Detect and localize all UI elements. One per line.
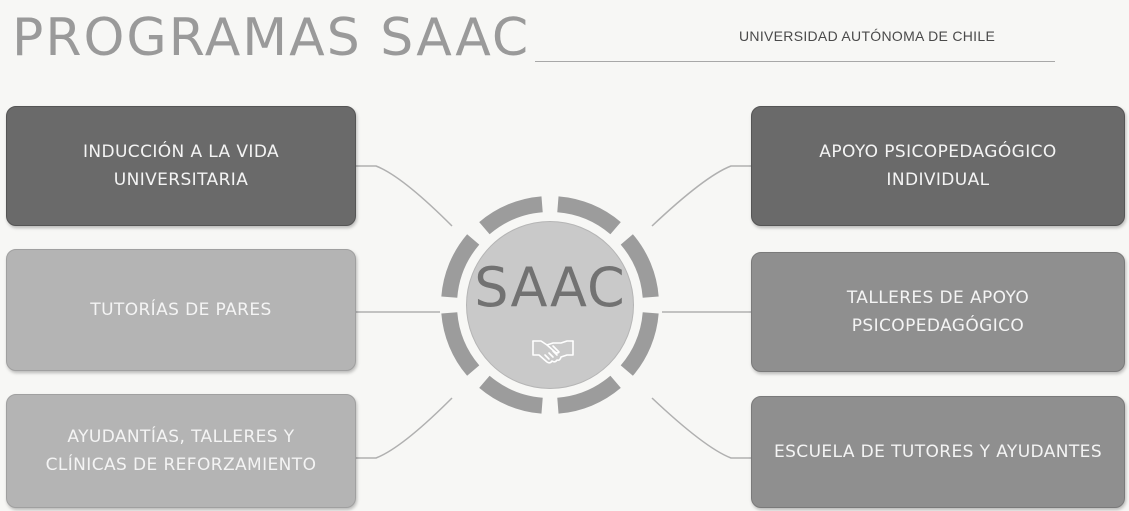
ring-segment bbox=[620, 312, 659, 376]
connector-right-bottom bbox=[651, 397, 751, 459]
program-card-tutorias: TUTORÍAS DE PARES bbox=[6, 249, 356, 371]
program-card-talleres-apoyo: TALLERES DE APOYO PSICOPEDAGÓGICO bbox=[751, 252, 1125, 372]
program-card-apoyo-individual: APOYO PSICOPEDAGÓGICO INDIVIDUAL bbox=[751, 106, 1125, 226]
handshake-icon bbox=[532, 340, 574, 364]
ring-segment bbox=[557, 375, 621, 414]
page-title: PROGRAMAS SAAC bbox=[12, 8, 531, 68]
program-card-escuela-tutores: ESCUELA DE TUTORES Y AYUDANTES bbox=[751, 396, 1125, 508]
program-label: ESCUELA DE TUTORES Y AYUDANTES bbox=[773, 442, 1103, 462]
connector-right-top bbox=[651, 165, 751, 227]
ring-segment bbox=[479, 375, 543, 414]
title-divider bbox=[535, 61, 1055, 62]
program-label: AYUDANTÍAS, TALLERES Y CLÍNICAS DE REFOR… bbox=[45, 427, 317, 475]
saac-hub: SAAC bbox=[466, 221, 634, 389]
program-label: TUTORÍAS DE PARES bbox=[90, 300, 272, 320]
ring-segment bbox=[441, 234, 480, 298]
ring-segments bbox=[441, 196, 659, 414]
connector-left-top bbox=[356, 165, 453, 227]
institution-name: UNIVERSIDAD AUTÓNOMA DE CHILE bbox=[739, 28, 996, 44]
ring-segment bbox=[620, 234, 659, 298]
ring-segment bbox=[479, 196, 543, 235]
ring-segment bbox=[557, 196, 621, 235]
program-card-ayudantias: AYUDANTÍAS, TALLERES Y CLÍNICAS DE REFOR… bbox=[6, 394, 356, 508]
ring-segment bbox=[441, 312, 480, 376]
program-card-induccion: INDUCCIÓN A LA VIDA UNIVERSITARIA bbox=[6, 106, 356, 226]
program-label: APOYO PSICOPEDAGÓGICO INDIVIDUAL bbox=[819, 142, 1057, 190]
connector-left-bottom bbox=[356, 397, 453, 459]
hub-label: SAAC bbox=[474, 256, 626, 319]
program-label: INDUCCIÓN A LA VIDA UNIVERSITARIA bbox=[82, 142, 280, 190]
program-label: TALLERES DE APOYO PSICOPEDAGÓGICO bbox=[846, 288, 1030, 336]
